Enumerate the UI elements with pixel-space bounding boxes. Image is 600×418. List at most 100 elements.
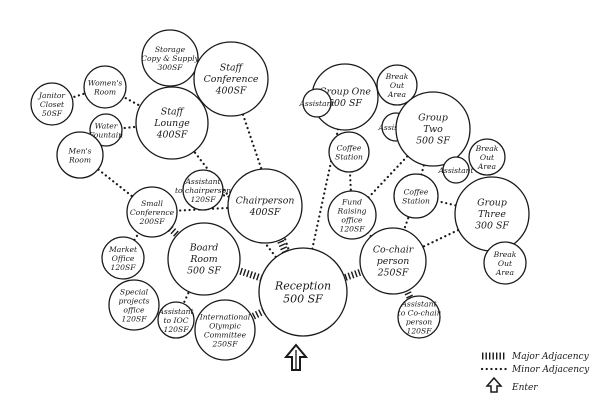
room-label-break-out-area-one-2: Out (390, 81, 405, 90)
legend-major-label: Major Adjacency (511, 352, 590, 362)
room-label-fund-raising-office-1: Fund (341, 198, 362, 207)
room-bubble-reception (258, 247, 348, 337)
room-label-group-three-1: Group (477, 198, 507, 209)
room-label-assistant-to-ioc-2: to IOC (163, 316, 188, 325)
room-label-break-out-area-three-1: Break (493, 250, 517, 259)
room-label-janitor-closet-2: Closet (40, 100, 65, 109)
room-label-co-chair-person-1: Co-chair (373, 245, 414, 256)
room-bubble-assistant-three (442, 156, 470, 184)
minor-adjacency-mens-room-small-conference (78, 153, 154, 214)
room-label-coffee-station-one-1: Coffee (337, 144, 362, 153)
room-label-fund-raising-office-4: 120SF (340, 225, 366, 234)
room-label-special-projects-office-4: 120SF (122, 315, 148, 324)
room-label-coffee-station-two-1: Coffee (404, 188, 429, 197)
room-label-assistant-three-1: Assistant (437, 166, 474, 175)
legend-enter-arrow-icon (485, 376, 503, 393)
room-bubble-board-room (167, 222, 241, 296)
enter-arrow (283, 343, 309, 371)
room-label-break-out-area-two-3: Area (477, 162, 497, 171)
room-label-group-two-3: 500 SF (416, 136, 450, 147)
room-bubble-mens-room (56, 131, 104, 179)
room-label-market-office-3: 120SF (111, 263, 137, 272)
room-label-group-one-2: 500 SF (328, 98, 362, 109)
room-label-market-office-1: Market (108, 245, 138, 254)
room-label-assistant-to-ioc-3: 120SF (164, 325, 190, 334)
room-label-special-projects-office-1: Special (120, 288, 149, 297)
room-label-staff-lounge-2: Lounge (153, 118, 190, 129)
room-label-fund-raising-office-3: office (341, 216, 363, 225)
room-bubble-coffee-station-one (328, 131, 370, 173)
room-label-fund-raising-office-2: Raising (337, 207, 367, 216)
room-bubble-group-two (395, 91, 471, 167)
room-bubble-break-out-area-one (376, 64, 418, 106)
room-bubble-small-conference (126, 186, 178, 238)
room-label-break-out-area-three-3: Area (495, 268, 515, 277)
room-label-coffee-station-one-2: Station (335, 153, 363, 162)
room-label-group-two-1: Group (418, 113, 448, 124)
room-label-staff-conference-3: 400SF (215, 86, 247, 97)
room-bubble-assistant-to-ioc (157, 301, 195, 339)
room-label-assistant-to-chairperson-1: Assistant (184, 177, 221, 186)
room-label-storage-1: Storage (155, 45, 186, 54)
room-label-water-fountain-1: Water (95, 122, 118, 131)
room-bubble-storage (141, 29, 199, 87)
room-label-break-out-area-two-1: Break (475, 144, 499, 153)
room-label-staff-lounge-3: 400SF (156, 130, 188, 141)
legend-major: Major Adjacency (482, 352, 590, 362)
legend: Major Adjacency Minor Adjacency Enter (480, 352, 590, 393)
room-label-coffee-station-two-2: Station (402, 197, 430, 206)
room-label-board-room-1: Board (189, 243, 219, 254)
room-label-small-conference-2: Conference (130, 208, 175, 217)
room-bubble-fund-raising-office (327, 190, 377, 240)
room-label-assistant-to-co-chair-3: person (406, 318, 432, 327)
room-label-group-three-2: Three (478, 209, 506, 220)
room-label-small-conference-3: 200SF (139, 217, 166, 226)
room-label-reception-1: Reception (274, 280, 331, 293)
room-bubble-chairperson (227, 168, 303, 244)
room-label-special-projects-office-2: projects (118, 297, 149, 306)
room-bubble-water-fountain (89, 113, 123, 147)
room-label-staff-lounge-1: Staff (161, 107, 185, 118)
room-label-womens-room-2: Room (93, 88, 116, 97)
room-label-assistant-to-chairperson-2: to chairperson (175, 186, 231, 195)
room-label-chairperson-2: 400SF (249, 207, 281, 218)
room-label-break-out-area-two-2: Out (480, 153, 495, 162)
room-label-janitor-closet-3: 50SF (42, 109, 63, 118)
room-label-assistant-to-co-chair-4: 120SF (407, 327, 433, 336)
room-label-co-chair-person-2: person (377, 256, 410, 267)
room-label-board-room-3: 500 SF (187, 266, 221, 277)
room-label-international-olympic-committee-3: Committee (204, 331, 247, 340)
room-label-international-olympic-committee-4: 250SF (212, 340, 239, 349)
room-label-co-chair-person-3: 250SF (377, 268, 409, 279)
room-label-assistant-to-chairperson-3: 120SF (191, 195, 217, 204)
room-bubble-market-office (101, 236, 145, 280)
room-label-mens-room-1: Men's (67, 147, 91, 156)
room-bubble-assistant-to-co-chair (397, 295, 441, 339)
room-label-break-out-area-one-3: Area (387, 90, 407, 99)
room-label-water-fountain-2: Fountain (88, 131, 123, 140)
room-assistant-one: Assistant (298, 88, 336, 118)
room-bubble-janitor-closet (30, 82, 74, 126)
room-label-janitor-closet-1: Janitor (37, 91, 66, 100)
legend-minor: Minor Adjacency (480, 365, 590, 375)
room-label-small-conference-1: Small (141, 199, 163, 208)
room-label-break-out-area-three-2: Out (498, 259, 513, 268)
room-label-chairperson-1: Chairperson (236, 195, 295, 206)
